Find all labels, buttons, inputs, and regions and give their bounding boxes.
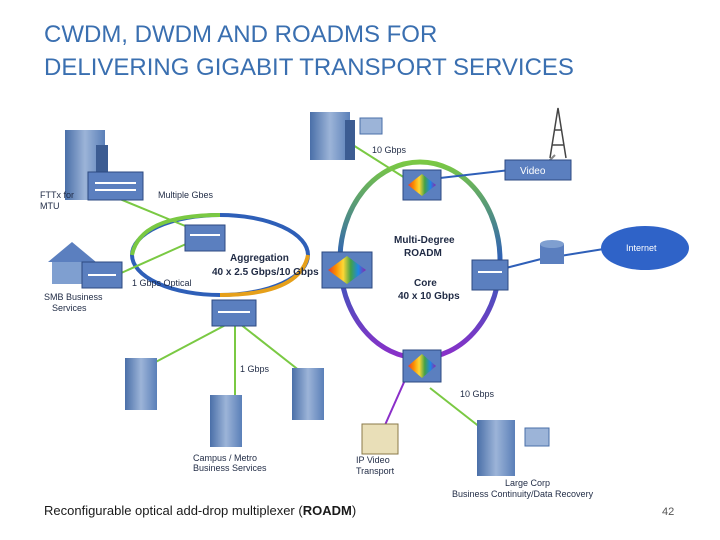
label-10gbps-top: 10 Gbps bbox=[372, 145, 407, 155]
tower-icon bbox=[549, 107, 567, 159]
label-largecorp-2: Business Continuity/Data Recovery bbox=[452, 489, 594, 499]
building-icon bbox=[310, 112, 355, 160]
label-campus-1: Campus / Metro bbox=[193, 453, 257, 463]
label-multi-degree-1: Multi-Degree bbox=[394, 235, 455, 246]
building-icon bbox=[477, 420, 515, 476]
title-line-1: CWDM, DWDM AND ROADMS FOR bbox=[44, 21, 438, 48]
label-campus-2: Business Services bbox=[193, 463, 267, 473]
slide-title: CWDM, DWDM AND ROADMS FOR DELIVERING GIG… bbox=[44, 18, 704, 84]
title-line-2: DELIVERING GIGABIT TRANSPORT SERVICES bbox=[44, 54, 574, 81]
label-multi-degree-2: ROADM bbox=[404, 248, 442, 259]
smb-node bbox=[81, 261, 123, 289]
roadm-bottom bbox=[402, 349, 442, 383]
internet-cloud-icon bbox=[601, 226, 689, 270]
building-icon bbox=[210, 395, 242, 447]
label-aggregation-1: Aggregation bbox=[230, 253, 289, 264]
core-node bbox=[471, 259, 509, 291]
label-aggregation-2: 40 x 2.5 Gbps/10 Gbps bbox=[212, 267, 319, 278]
label-gbps-optical: 1 Gbps Optical bbox=[132, 278, 192, 288]
label-internet: Internet bbox=[626, 243, 657, 253]
label-1gbps: 1 Gbps bbox=[240, 364, 270, 374]
caption-text: Reconfigurable optical add-drop multiple… bbox=[44, 503, 303, 518]
label-ftth-2: MTU bbox=[40, 201, 60, 211]
label-ipvideo-2: Transport bbox=[356, 466, 395, 476]
server-icon bbox=[524, 427, 550, 447]
label-smb-1: SMB Business bbox=[44, 292, 103, 302]
caption-end: ) bbox=[351, 503, 357, 518]
roadm-top bbox=[402, 169, 442, 201]
label-core-1: Core bbox=[414, 278, 437, 289]
label-video: Video bbox=[520, 166, 546, 177]
caption-bold: ROADM bbox=[302, 503, 352, 518]
video-box bbox=[504, 159, 572, 181]
label-ftth-1: FTTx for bbox=[40, 190, 74, 200]
building-icon bbox=[292, 368, 324, 420]
roadm-aggregation bbox=[321, 251, 373, 289]
server-icon bbox=[359, 117, 383, 135]
label-multiple-gbes: Multiple Gbes bbox=[158, 190, 214, 200]
ip-video-icon bbox=[361, 423, 399, 455]
label-10gbps-bottom: 10 Gbps bbox=[460, 389, 495, 399]
label-smb-2: Services bbox=[52, 303, 87, 313]
metro-node bbox=[211, 299, 257, 327]
database-icon bbox=[540, 240, 564, 264]
label-largecorp-1: Large Corp bbox=[505, 478, 550, 488]
label-ipvideo-1: IP Video bbox=[356, 455, 390, 465]
label-core-2: 40 x 10 Gbps bbox=[398, 291, 460, 302]
slide-caption: Reconfigurable optical add-drop multiple… bbox=[44, 503, 356, 518]
ftth-node bbox=[87, 171, 144, 201]
page-number: 42 bbox=[662, 506, 675, 518]
aggregation-node bbox=[184, 224, 226, 252]
building-icon bbox=[125, 358, 157, 410]
